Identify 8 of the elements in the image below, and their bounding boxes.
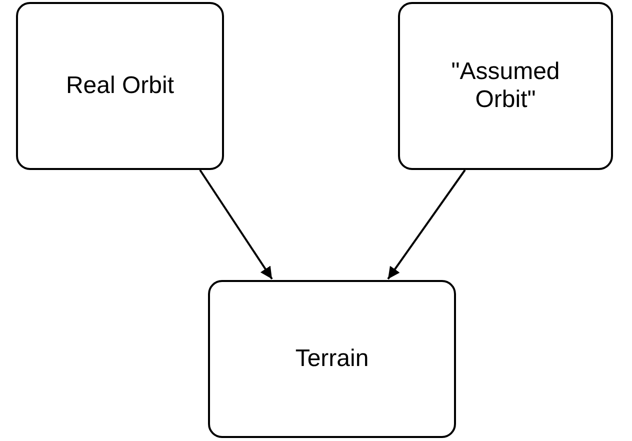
process-box (16, 2, 224, 170)
arrow (387, 169, 466, 280)
box-label: Real Orbit (66, 72, 174, 100)
box-label: Terrain (295, 345, 369, 373)
process-box (208, 280, 456, 438)
process-box (398, 2, 613, 170)
arrow (199, 169, 273, 280)
box-label: "Assumed Orbit" (450, 58, 561, 114)
